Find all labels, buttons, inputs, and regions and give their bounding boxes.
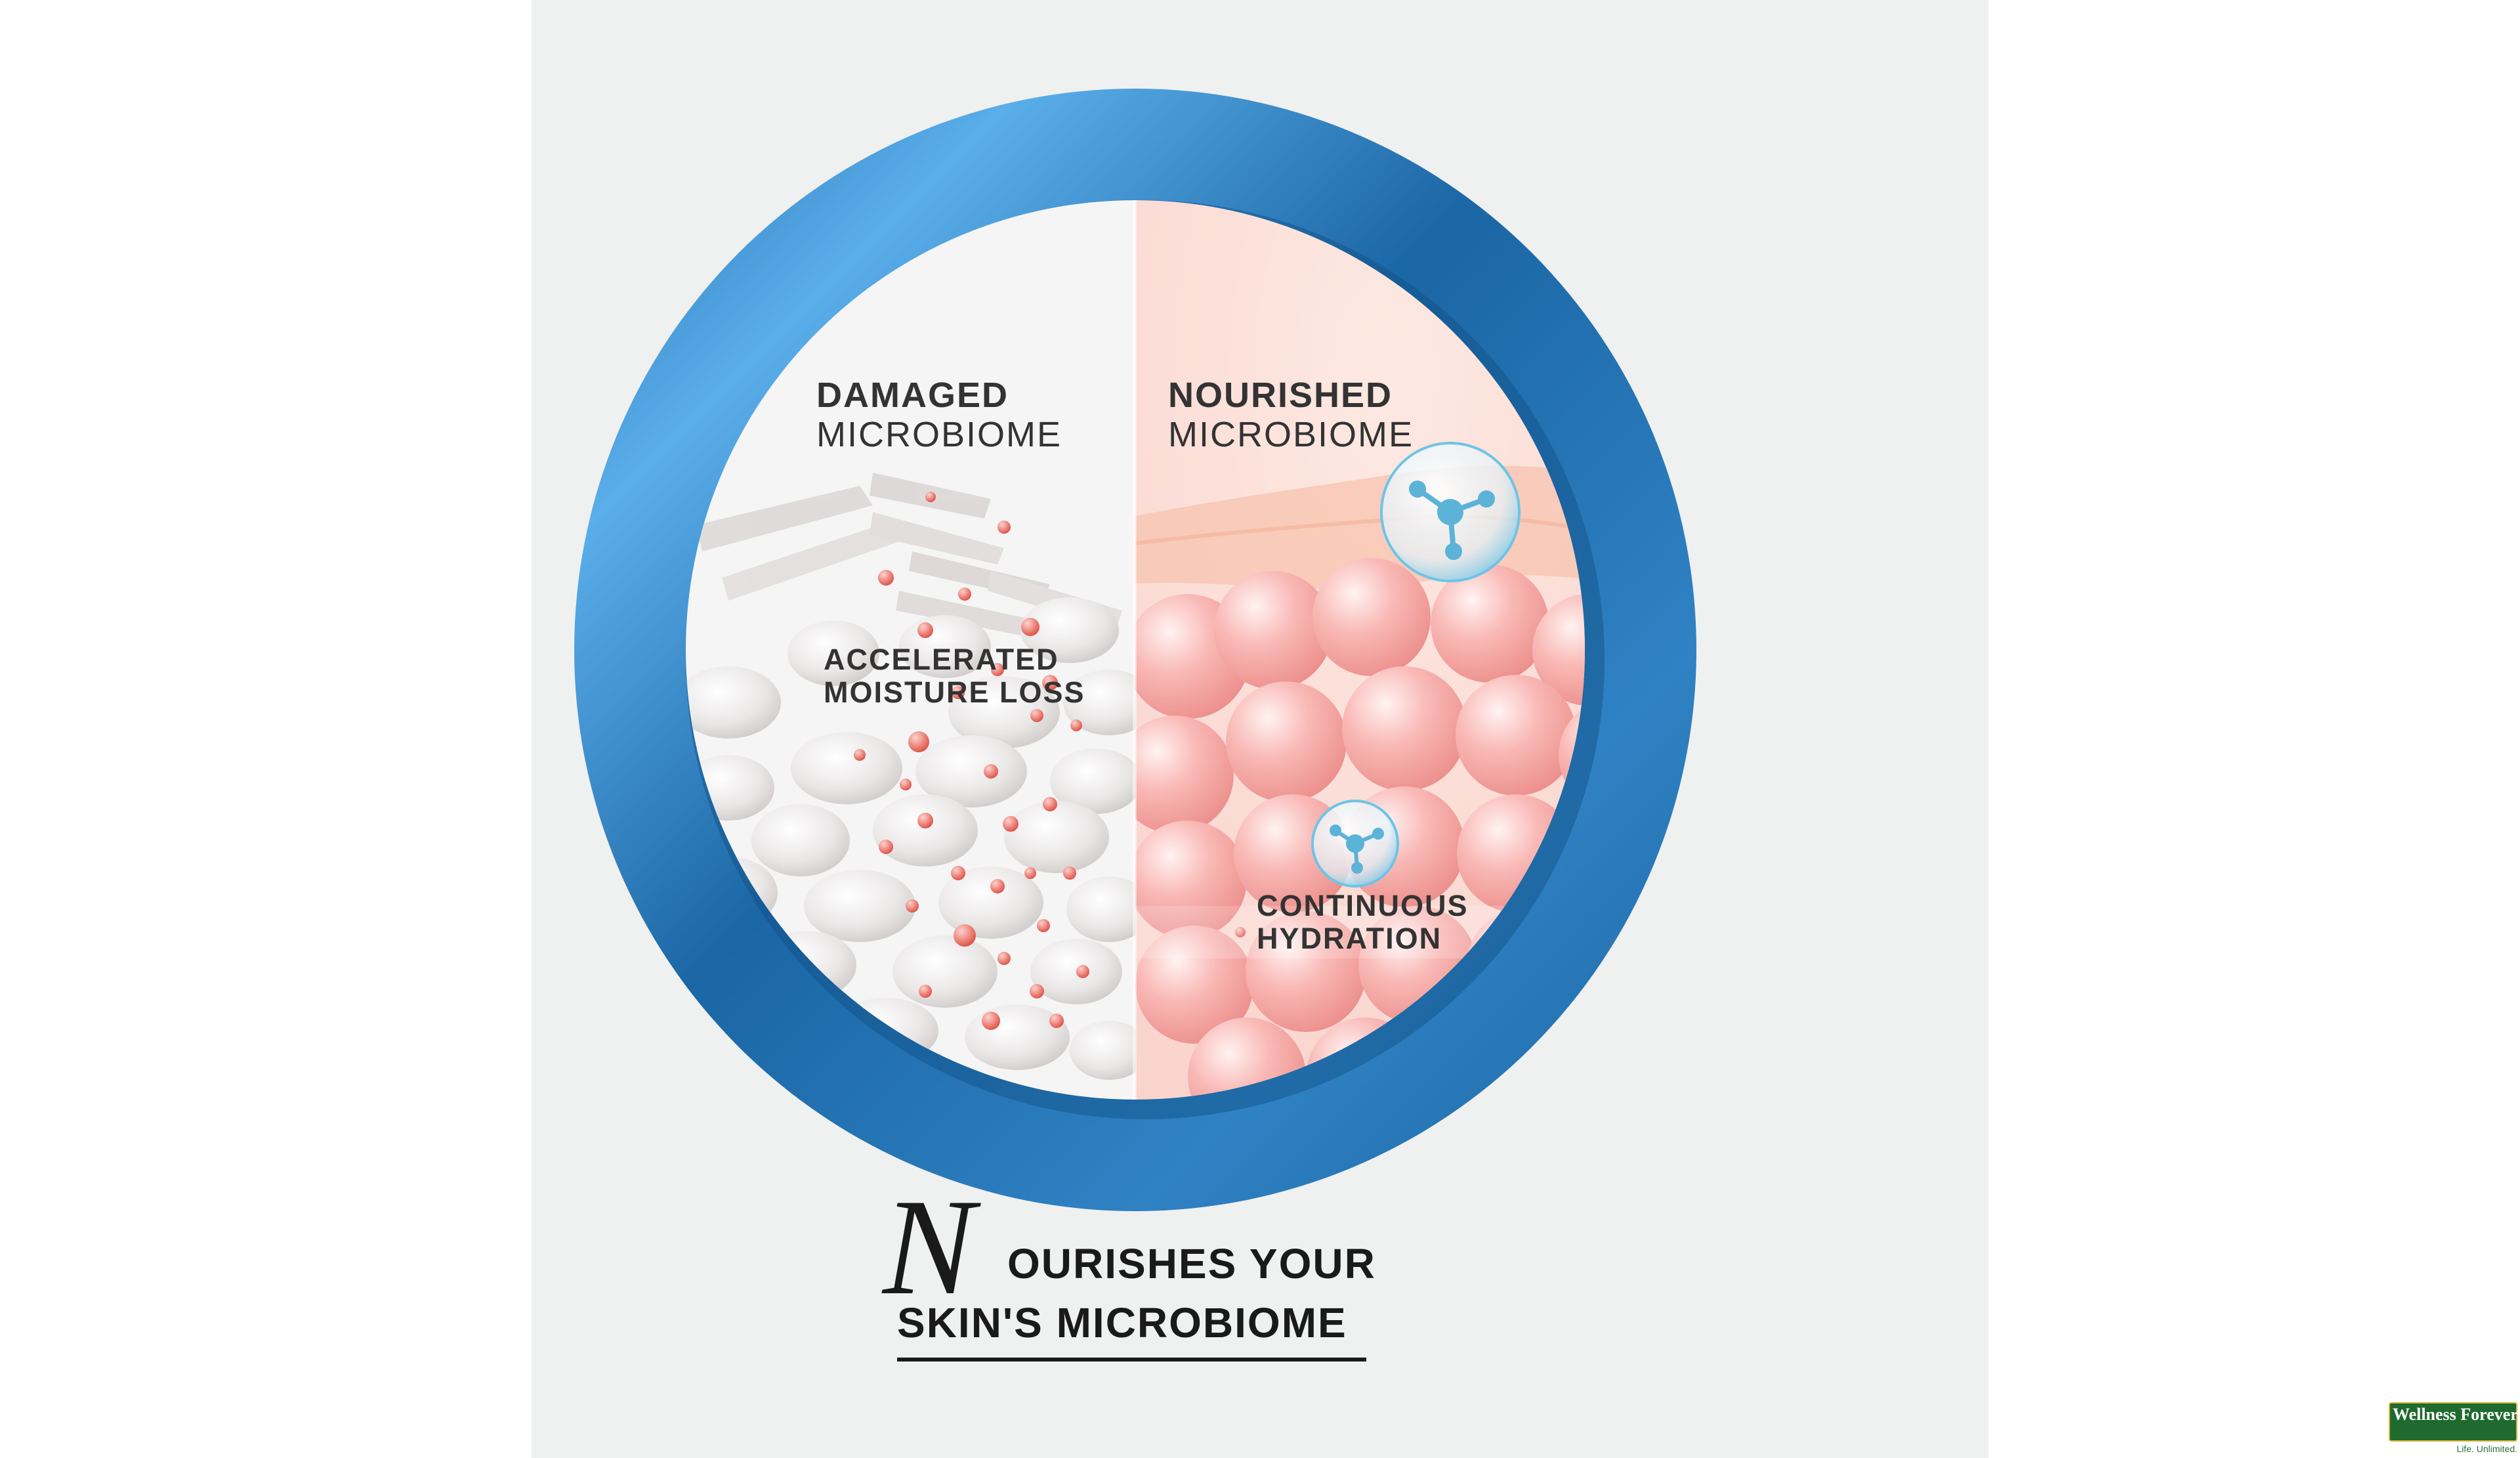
microbiome-illustration — [574, 89, 1696, 1211]
continuous-hydration-callout: CONTINUOUS HYDRATION — [1257, 890, 1469, 955]
hydration-bubble-large — [1380, 442, 1521, 582]
nourished-heading-regular: MICROBIOME — [1168, 415, 1414, 454]
moisture-loss-callout: ACCELERATED MOISTURE LOSS — [824, 643, 1085, 709]
hydration-bubble-small — [1311, 800, 1399, 888]
damaged-microbiome-heading: DAMAGED MICROBIOME — [816, 375, 1062, 454]
logo-badge — [2389, 1402, 2517, 1442]
moisture-loss-line1: ACCELERATED — [824, 643, 1059, 676]
nourished-microbiome-heading: NOURISHED MICROBIOME — [1168, 375, 1414, 454]
image-panel: DAMAGED MICROBIOME NOURISHED MICROBIOME … — [532, 0, 1988, 1458]
headline-line2: SKIN'S MICROBIOME — [897, 1299, 1347, 1346]
headline-underline — [897, 1358, 1366, 1362]
nourished-heading-bold: NOURISHED — [1168, 375, 1393, 415]
hydration-line1: CONTINUOUS — [1257, 889, 1469, 922]
hydration-line2: HYDRATION — [1257, 922, 1442, 955]
headline-dropcap: N — [883, 1171, 975, 1323]
damaged-cells — [686, 597, 1135, 1080]
damaged-heading-regular: MICROBIOME — [816, 415, 1062, 454]
headline-line1: OURISHES YOUR — [1007, 1240, 1376, 1287]
logo-brand-name: Wellness Forever — [2393, 1405, 2518, 1424]
moisture-loss-line2: MOISTURE LOSS — [824, 675, 1085, 709]
damaged-heading-bold: DAMAGED — [816, 375, 1009, 415]
brand-logo: Wellness Forever Life. Unlimited. — [2389, 1402, 2518, 1456]
logo-tagline: Life. Unlimited. — [2456, 1444, 2517, 1454]
moisture-droplets — [854, 492, 1272, 1030]
